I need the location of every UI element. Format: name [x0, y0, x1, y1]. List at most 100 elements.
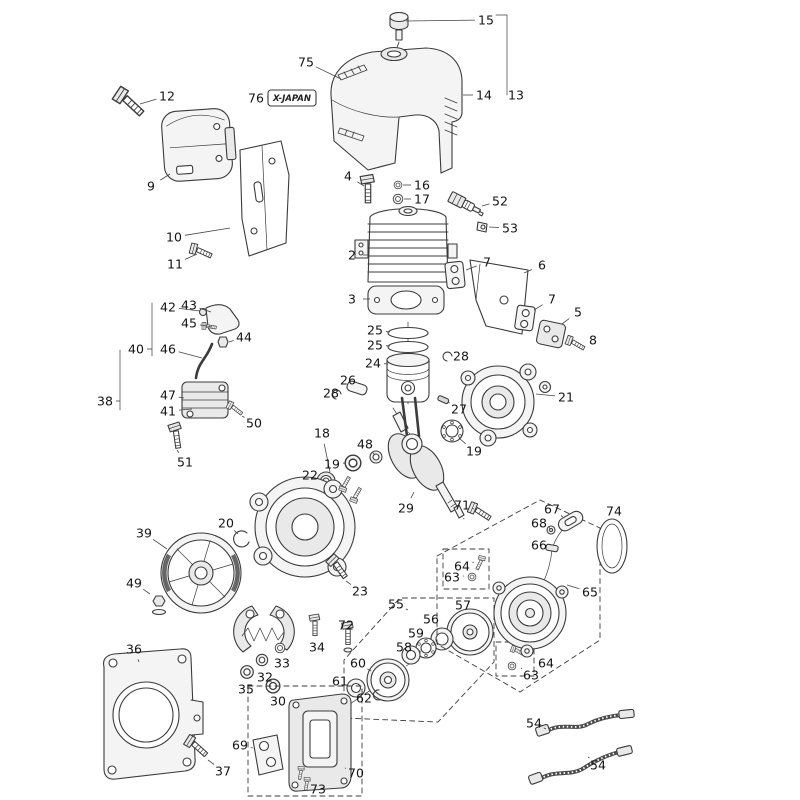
part-label-18: 18	[314, 426, 330, 441]
part-label-17: 17	[414, 192, 430, 207]
recoil-starter-65	[492, 576, 569, 658]
bolt-72-washer	[343, 647, 353, 653]
leader-line-54	[587, 756, 590, 759]
leader-line-71	[472, 508, 475, 510]
part-label-25: 25	[367, 323, 383, 338]
leader-line-11	[184, 253, 198, 260]
part-label-63: 63	[444, 570, 460, 585]
leader-line-60	[367, 668, 372, 672]
piston	[386, 352, 430, 403]
leader-line-43	[199, 307, 212, 313]
stud-bolt	[348, 486, 365, 505]
part-label-59: 59	[408, 626, 424, 641]
part-label-13: 13	[508, 88, 524, 103]
clutch-bolt-34	[308, 613, 321, 637]
part-label-57: 57	[455, 598, 471, 613]
part-label-32: 32	[257, 670, 273, 685]
part-label-21: 21	[558, 390, 574, 405]
ignition-coil-assembly	[181, 304, 240, 419]
leader-line-4	[357, 181, 365, 187]
cylinder	[354, 205, 458, 283]
part-label-28: 28	[323, 386, 339, 401]
part-label-3: 3	[348, 292, 356, 307]
washer-33	[274, 642, 286, 654]
cover-group-outline	[247, 685, 363, 797]
part-label-61: 61	[332, 674, 348, 689]
ignition-coil	[181, 381, 229, 419]
cover-louvers	[444, 97, 458, 136]
leader-line-44	[228, 340, 234, 343]
washer-16	[393, 180, 403, 190]
leader-line-45	[199, 324, 213, 328]
brand-plate-text: X-JAPAN	[272, 94, 311, 104]
part-label-70: 70	[348, 766, 364, 781]
part-label-34: 34	[309, 640, 325, 655]
part-label-7: 7	[548, 292, 556, 307]
part-label-43: 43	[181, 298, 197, 313]
bottom-cover-70	[288, 693, 352, 792]
part-label-19: 19	[324, 457, 340, 472]
leader-line-75	[315, 66, 342, 80]
cylinder-gasket	[367, 285, 445, 315]
part-label-14: 14	[476, 88, 492, 103]
leader-line-27	[447, 401, 450, 404]
leader-line-46	[178, 351, 203, 359]
part-label-38: 38	[97, 394, 113, 409]
spark-plug-cap	[205, 304, 240, 335]
leader-line-25	[385, 331, 391, 333]
drum-group-outline	[343, 597, 495, 723]
shield-bolt-11	[187, 241, 214, 263]
bracket-7-upper	[444, 260, 466, 290]
leader-line-69	[250, 747, 254, 749]
muffler-bolt-12	[109, 84, 148, 122]
part-label-30: 30	[270, 694, 286, 709]
part-label-72: 72	[338, 618, 354, 633]
pin-clip-left	[331, 389, 342, 400]
bracket-7-lower	[514, 304, 536, 332]
clip-62	[372, 689, 382, 701]
part-label-55: 55	[388, 597, 404, 612]
part-label-39: 39	[136, 526, 152, 541]
leader-line-64	[472, 561, 475, 563]
part-label-64: 64	[538, 656, 554, 671]
bearing-19-right	[440, 419, 464, 443]
screw-64-upper	[473, 553, 487, 572]
woodruff-key-27	[437, 395, 450, 405]
throttle-cable-lower	[528, 745, 633, 785]
part-label-15: 15	[478, 13, 494, 28]
part-label-65: 65	[582, 585, 598, 600]
part-label-24: 24	[365, 356, 381, 371]
part-label-52: 52	[492, 194, 508, 209]
leader-line-5	[561, 318, 570, 325]
bolt-8	[563, 333, 587, 354]
part-label-58: 58	[396, 640, 412, 655]
leader-line-52	[481, 203, 490, 207]
part-label-50: 50	[246, 416, 262, 431]
leader-line-39	[152, 538, 168, 550]
engine-mount-plate	[103, 648, 204, 780]
washer-56	[430, 627, 454, 651]
ht-wire	[194, 342, 214, 380]
part-label-60: 60	[350, 656, 366, 671]
cover-6	[469, 259, 529, 335]
washer-61	[346, 678, 366, 698]
part-label-48: 48	[357, 437, 373, 452]
part-label-40: 40	[128, 342, 144, 357]
crankshaft	[387, 396, 465, 519]
leader-line-12	[139, 98, 157, 105]
part-label-27: 27	[451, 402, 467, 417]
leader-line-6	[523, 269, 533, 274]
part-label-47: 47	[160, 388, 176, 403]
part-label-6: 6	[538, 258, 546, 273]
leader-line-9	[160, 173, 171, 181]
plug-terminal	[476, 221, 488, 233]
leader-line-51	[176, 449, 180, 454]
part-label-26: 26	[340, 373, 356, 388]
leader-line-49	[142, 588, 151, 595]
crankcase-half-left	[249, 475, 365, 578]
part-label-53: 53	[502, 221, 518, 236]
clutch-assembly	[233, 605, 295, 653]
leader-line-48	[372, 451, 376, 456]
